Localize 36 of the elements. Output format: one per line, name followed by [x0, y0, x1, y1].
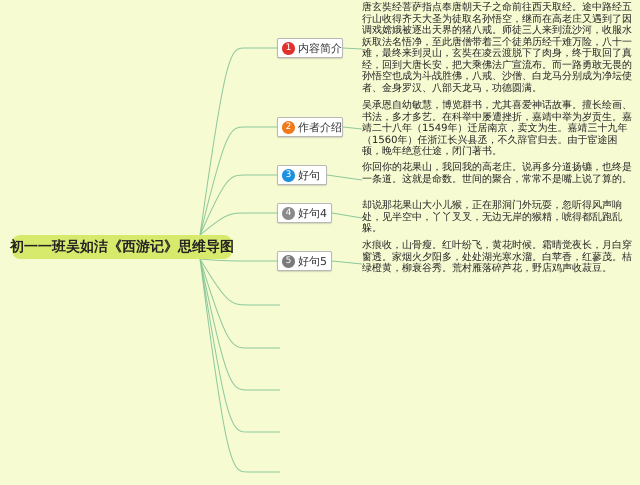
branch-line — [332, 260, 362, 264]
branch-line — [200, 258, 280, 390]
branch-line — [200, 126, 278, 236]
topic-label: 好句5 — [298, 254, 327, 268]
branch-line — [200, 174, 278, 236]
note-text: 却说那花果山大小儿猴，正在那洞门外玩耍，忽听得风声响处，见半空中，丫丫叉叉，无边无岸的猴精，唬得都乱跑乱躲。 — [362, 200, 636, 236]
branch-line — [200, 258, 280, 348]
branch-line — [342, 48, 362, 50]
topic-label: 好句4 — [298, 206, 327, 220]
topic-box — [277, 251, 332, 271]
topic-box — [277, 117, 343, 137]
number-badge: 3 — [282, 168, 295, 182]
branch-line — [200, 258, 280, 472]
branch-line — [200, 48, 278, 236]
note-text: 水痕收，山骨瘦。红叶纷飞，黄花时候。霜晴觉夜长，月白穿窗透。家烟火夕阳多，处处湖光寒水溜。白苹香，红蓼茂。桔绿橙黄，柳衰谷秀。荒村雁落碎芦花，野店鸡声收菽豆。 — [362, 240, 636, 288]
branch-line — [200, 258, 280, 306]
topic-label: 内容简介 — [298, 40, 342, 56]
topic-box — [277, 38, 343, 58]
number-badge: 4 — [282, 206, 295, 220]
number-badge: 2 — [282, 120, 295, 134]
number-badge: 5 — [282, 254, 295, 268]
note-text: 唐玄奘经菩萨指点奉唐朝天子之命前往西天取经。途中路经五行山收得齐天大圣为徒取名孙悟空，继而在高老庄又遇到了因调戏嫦娥被逐出天界的猪八戒。师徒三人来到流沙河，收服水妖取法名悟净，至此唐僧带着三个徒弟历经千难万险，八十一难，最终来到灵山，玄奘在凌云渡脱下了肉身，终于取回了真经，回到大唐长安，把大乘佛法广宣流布。而一路勇敢无畏的孙悟空也成为斗战胜佛，八戒、沙僧、白龙马分别成为净坛使者、金身罗汉、八部天龙马，功德圆满。 — [362, 2, 636, 96]
branch-line — [326, 174, 362, 180]
topic-box — [277, 165, 327, 185]
branch-line — [200, 258, 278, 262]
note-text: 你回你的花果山，我回我的高老庄。说再多分道扬镳，也终是一条道。这就是命数。世间的聚合，常常不是嘴上说了算的。 — [362, 162, 636, 198]
topic-box — [277, 203, 332, 223]
topic-label: 作者介绍 — [298, 120, 342, 134]
branch-line — [200, 258, 280, 432]
branch-line — [342, 126, 362, 130]
branch-line — [200, 212, 278, 236]
number-badge: 1 — [282, 42, 295, 54]
branch-line — [332, 212, 362, 218]
topic-label: 好句 — [298, 168, 320, 182]
central-topic: 初一一班吴如洁《西游记》思维导图 — [12, 235, 232, 259]
note-text: 吴承恩自幼敏慧，博览群书，尤其喜爱神话故事。擅长绘画、书法，多才多艺。在科举中屡遭挫折，嘉靖中举为岁贡生。嘉靖二十八年（1549年）迁居南京，卖文为生。嘉靖三十九年（1560年）任浙江长兴县丞，不久辞官归去。由于宦途困顿，晚年绝意仕途，闭门著书。 — [362, 100, 636, 158]
